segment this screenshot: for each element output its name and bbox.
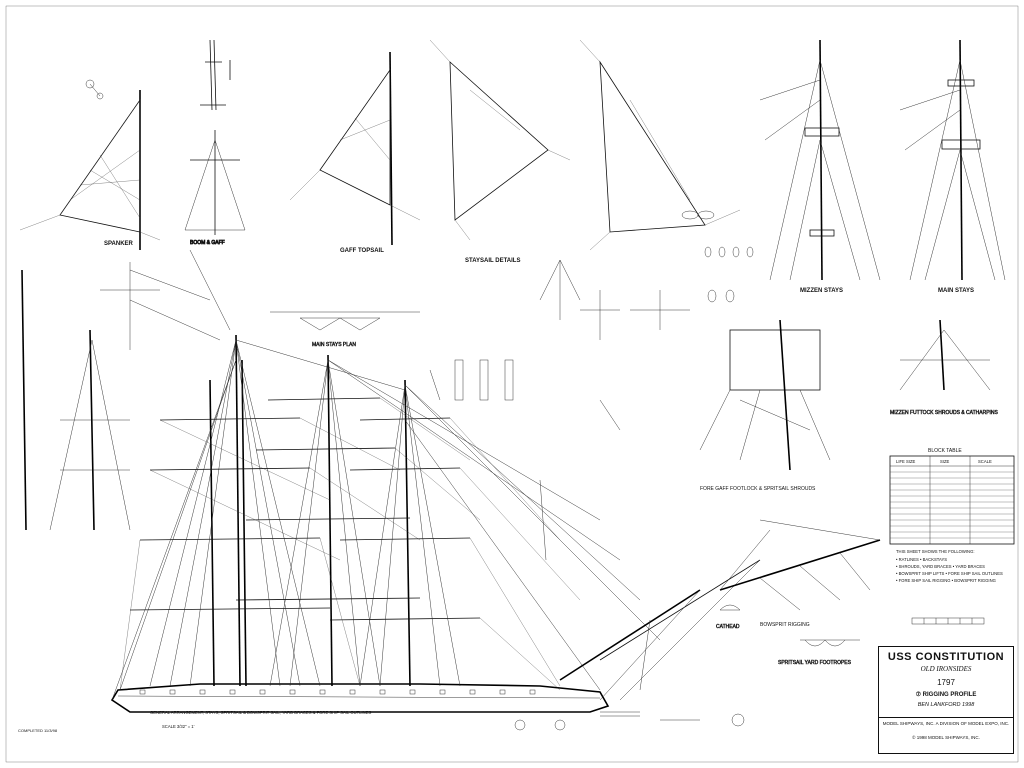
caption-main-stays-plan: MAIN STAYS PLAN <box>312 342 356 348</box>
caption-block-table: BLOCK TABLE <box>928 448 962 454</box>
block-table-header-1: SIZE <box>940 459 950 464</box>
bowsprit <box>559 589 701 681</box>
notes-line-2: • BOWSPRIT SHIP LIFTS • FORE SHIP SAIL O… <box>896 571 1003 576</box>
maker-credit: MODEL SHIPWAYS, INC. A DIVISION OF MODEL… <box>882 721 1010 726</box>
yards <box>129 397 481 621</box>
staysail-details: STAYSAIL DETAILS <box>429 39 741 264</box>
caption-fore-gaff: FORE GAFF FOOTLOCK & SPRITSAIL SHROUDS <box>700 486 816 492</box>
top-details: BOOM & GAFF <box>184 39 246 246</box>
sheet-border <box>5 5 1019 763</box>
scale-note: SCALE 3/32" = 1' <box>162 724 195 729</box>
mizzen-stays-detail: MIZZEN STAYS <box>759 39 881 294</box>
caption-bowsprit: BOWSPRIT RIGGING <box>760 622 810 628</box>
fore-yard-detail <box>100 249 231 350</box>
bowsprit-rigging-detail: BOWSPRIT RIGGING <box>719 519 881 628</box>
title-block: USS CONSTITUTION OLD IRONSIDES 1797 ⑦ RI… <box>878 646 1014 754</box>
author-credit: BEN LANKFORD 1998 <box>917 702 975 708</box>
completed-note: COMPLETED 11/3/98 <box>18 728 58 733</box>
fore-mast <box>404 379 411 687</box>
sheet-name: ⑦ RIGGING PROFILE <box>915 692 977 698</box>
notes-line-3: • FORE SHIP SAIL RIGGING • BOWSPRIT RIGG… <box>896 578 996 583</box>
fore-gaff-detail: FORE GAFF FOOTLOCK & SPRITSAIL SHROUDS <box>699 319 831 492</box>
caption-main-stays: MAIN STAYS <box>938 288 974 294</box>
cathead-detail: CATHEAD <box>716 604 741 630</box>
caption-mizzen-futtock: MIZZEN FUTTOCK SHROUDS & CATHARPINS <box>890 410 999 416</box>
title-divider <box>879 717 1013 718</box>
drawing-year: 1797 <box>937 678 955 687</box>
ship-profile <box>110 334 761 713</box>
block-table-header-0: LIFE SIZE <box>896 459 916 464</box>
notes-line-1: • SHROUDS, YARD BRACES • YARD BRACES <box>896 564 985 569</box>
caption-mizzen-stays: MIZZEN STAYS <box>800 288 843 294</box>
notes-box: THIS SHEET SHOWS THE FOLLOWING: • RATLIN… <box>896 549 1003 583</box>
spritsail-yard-detail: SPRITSAIL YARD FOOTROPES <box>778 639 860 666</box>
block-symbol-topleft <box>85 79 104 100</box>
block-table: BLOCK TABLE LIFE SIZE SIZE SCALE <box>889 448 1015 545</box>
general-note: GENERAL ARRANGEMENT, STAYS, SPRITSAIL & … <box>150 710 372 715</box>
bottom-details <box>429 259 745 731</box>
caption-spritsail-yard: SPRITSAIL YARD FOOTROPES <box>778 660 852 666</box>
drawing-title: USS CONSTITUTION <box>887 651 1005 663</box>
left-mast-detail <box>21 269 131 531</box>
gaff-topsail-detail: GAFF TOPSAIL <box>289 51 421 254</box>
block-details <box>630 210 754 330</box>
gunports <box>139 689 536 695</box>
caption-spanker: SPANKER <box>104 241 134 247</box>
caption-staysail: STAYSAIL DETAILS <box>465 258 520 264</box>
spanker-detail: SPANKER <box>19 90 161 250</box>
notes-line-0: • RATLINES • BACKSTAYS <box>896 557 947 562</box>
mizzen-mast <box>235 334 241 687</box>
main-stays-detail: MAIN STAYS <box>899 39 1006 294</box>
drawing-subtitle: OLD IRONSIDES <box>920 665 972 673</box>
caption-gaff-topsail: GAFF TOPSAIL <box>340 248 384 254</box>
notes-heading: THIS SHEET SHOWS THE FOLLOWING: <box>896 549 975 554</box>
main-mast <box>327 354 333 687</box>
mizzen-futtock-detail: MIZZEN FUTTOCK SHROUDS & CATHARPINS <box>890 319 999 416</box>
running-rigging <box>119 397 581 691</box>
caption-cathead: CATHEAD <box>716 624 740 630</box>
block-table-header-2: SCALE <box>978 459 992 464</box>
copyright: © 1998 MODEL SHIPWAYS, INC. <box>912 735 980 740</box>
hull-outline <box>110 683 610 713</box>
caption-boom-gaff: BOOM & GAFF <box>190 240 225 246</box>
main-stays-plan: MAIN STAYS PLAN <box>270 311 420 348</box>
shrouds <box>111 339 661 701</box>
scale-bar <box>911 617 985 625</box>
